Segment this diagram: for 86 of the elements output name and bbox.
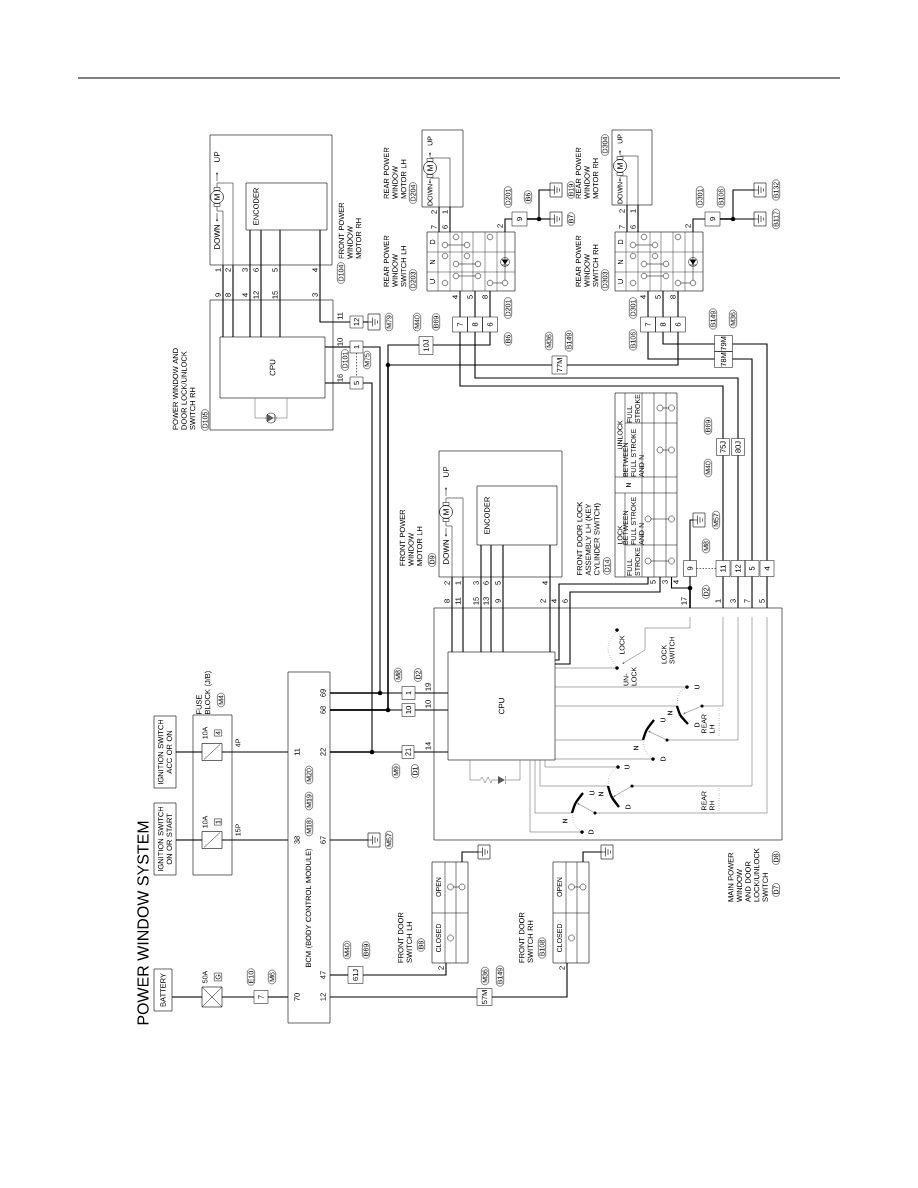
ground-symbol [600,844,614,860]
wire [279,229,281,338]
wire [662,331,716,345]
wire [722,454,724,562]
wire [221,839,289,841]
wire [462,576,464,653]
direction-label: DOWN [443,539,449,564]
wire [526,218,551,220]
wire [329,364,553,711]
wire [171,996,203,998]
wire [719,218,755,220]
direction-label: UP [214,151,220,162]
wire [626,204,628,233]
title: POWER WINDOW SYSTEM [137,821,149,1025]
wire [689,519,694,562]
ground-symbol [477,844,491,860]
wire [689,575,691,609]
wire [413,751,449,753]
ground-symbol [367,313,381,331]
ground-symbol [753,211,767,227]
wire [362,962,447,976]
wire [324,346,351,348]
direction-label: UP [443,466,449,477]
wire [362,321,369,323]
cpu-label: CPU [498,698,505,715]
wire [267,996,289,998]
cpu-label: CPU [269,359,276,376]
ground-symbol [367,832,381,848]
wire [260,229,262,338]
direction-label: DOWN [214,224,220,249]
wire [502,544,504,653]
wire [696,568,717,569]
wire [751,575,753,609]
wire [329,974,349,976]
wire [722,575,724,609]
wire [731,343,768,562]
wire [449,206,451,233]
wire [414,709,449,711]
wire [329,839,369,841]
ground-symbol [753,182,767,198]
wire [249,229,251,338]
wire [356,352,357,378]
wire [737,575,739,609]
wire [677,290,679,318]
wire [662,290,664,318]
wire [637,204,639,233]
wire [329,996,478,998]
wire [647,331,716,360]
wire [451,576,453,653]
wire [731,358,753,562]
wire [175,839,203,841]
wire [737,454,739,562]
wire [329,346,381,694]
wire [221,751,289,753]
wire [324,382,351,384]
wire [582,851,602,863]
wire [504,218,513,233]
ground-symbol [692,512,706,528]
wire [766,575,768,609]
wire [554,576,661,665]
wire [459,290,461,318]
wire [480,544,482,653]
wire [549,544,551,653]
wire [414,692,449,694]
fuse-symbol [201,986,223,1008]
fuse-symbol [201,743,223,761]
wire [221,996,255,998]
wire [692,218,706,233]
wire [232,264,234,338]
wire [438,206,440,233]
fuse-symbol [201,831,223,849]
wire [566,331,679,366]
wire [175,751,203,753]
wire [432,331,491,346]
wire [329,382,373,753]
wire [319,229,351,323]
wire [647,290,649,318]
wire [461,851,479,863]
ground-symbol [549,182,563,198]
ground-symbol [549,211,563,227]
wire [491,962,568,998]
wire [222,264,224,338]
wire [489,290,491,318]
wire [474,290,476,318]
wire [490,544,492,653]
wire [554,576,649,661]
